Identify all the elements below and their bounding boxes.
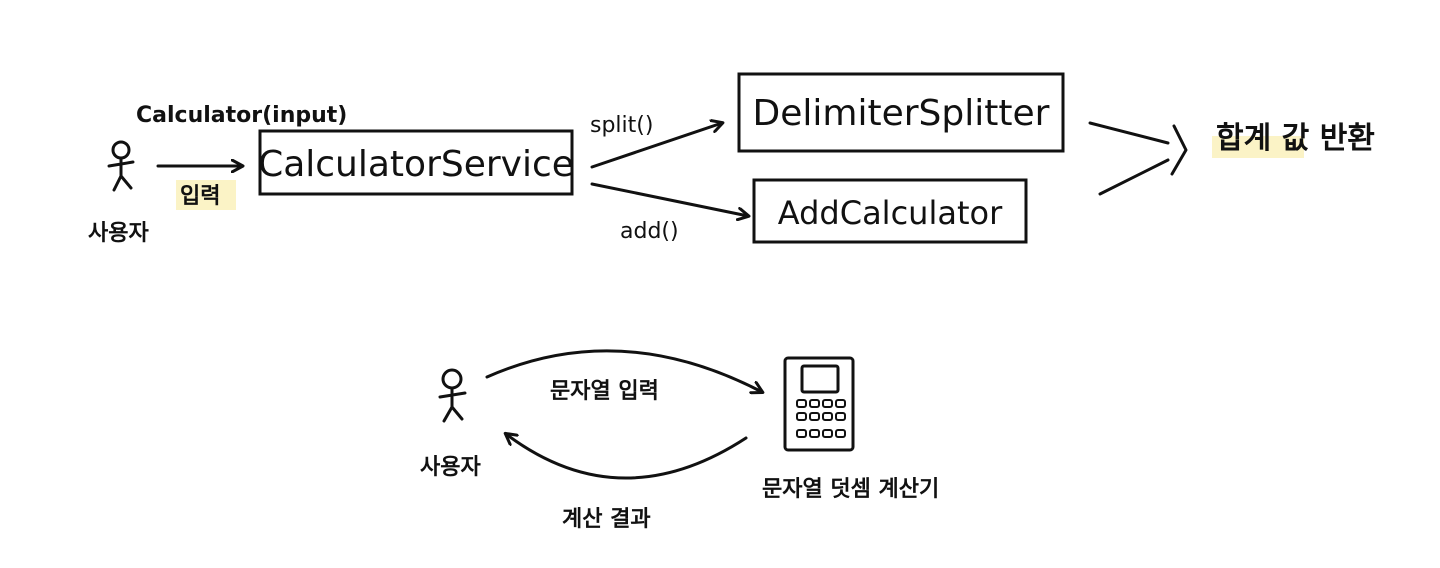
- converge-chevron: [1088, 121, 1188, 196]
- request-label: 문자열 입력: [550, 379, 659, 404]
- calculator-label: 문자열 덧셈 계산기: [762, 477, 939, 502]
- input-highlight: [176, 180, 236, 210]
- arrow-request-arc: [485, 349, 762, 392]
- split-label: split(): [590, 113, 653, 138]
- add-label: add(): [620, 219, 679, 244]
- user-figure-top: [107, 140, 135, 192]
- calculator-service-box: [258, 129, 574, 196]
- calculator-service-label: CalculatorService: [258, 144, 574, 185]
- input-label: 입력: [180, 184, 220, 209]
- add-calculator-box: [752, 178, 1028, 244]
- delimiter-splitter-label: DelimiterSplitter: [753, 93, 1050, 134]
- result-highlight: [1212, 136, 1304, 158]
- response-label: 계산 결과: [562, 507, 651, 532]
- arrow-response-arc: [506, 434, 748, 480]
- calculator-call-label: Calculator(input): [136, 103, 347, 128]
- delimiter-splitter-box: [737, 72, 1065, 153]
- calculator-icon: [783, 356, 855, 452]
- user-label-top: 사용자: [88, 221, 149, 246]
- result-label: 합계 값 반환: [1216, 121, 1375, 156]
- user-label-bottom: 사용자: [420, 455, 481, 480]
- arrow-service-to-adder: [590, 182, 748, 216]
- arrow-service-to-splitter: [590, 123, 722, 169]
- add-calculator-label: AddCalculator: [778, 194, 1003, 232]
- user-figure-bottom: [438, 368, 467, 423]
